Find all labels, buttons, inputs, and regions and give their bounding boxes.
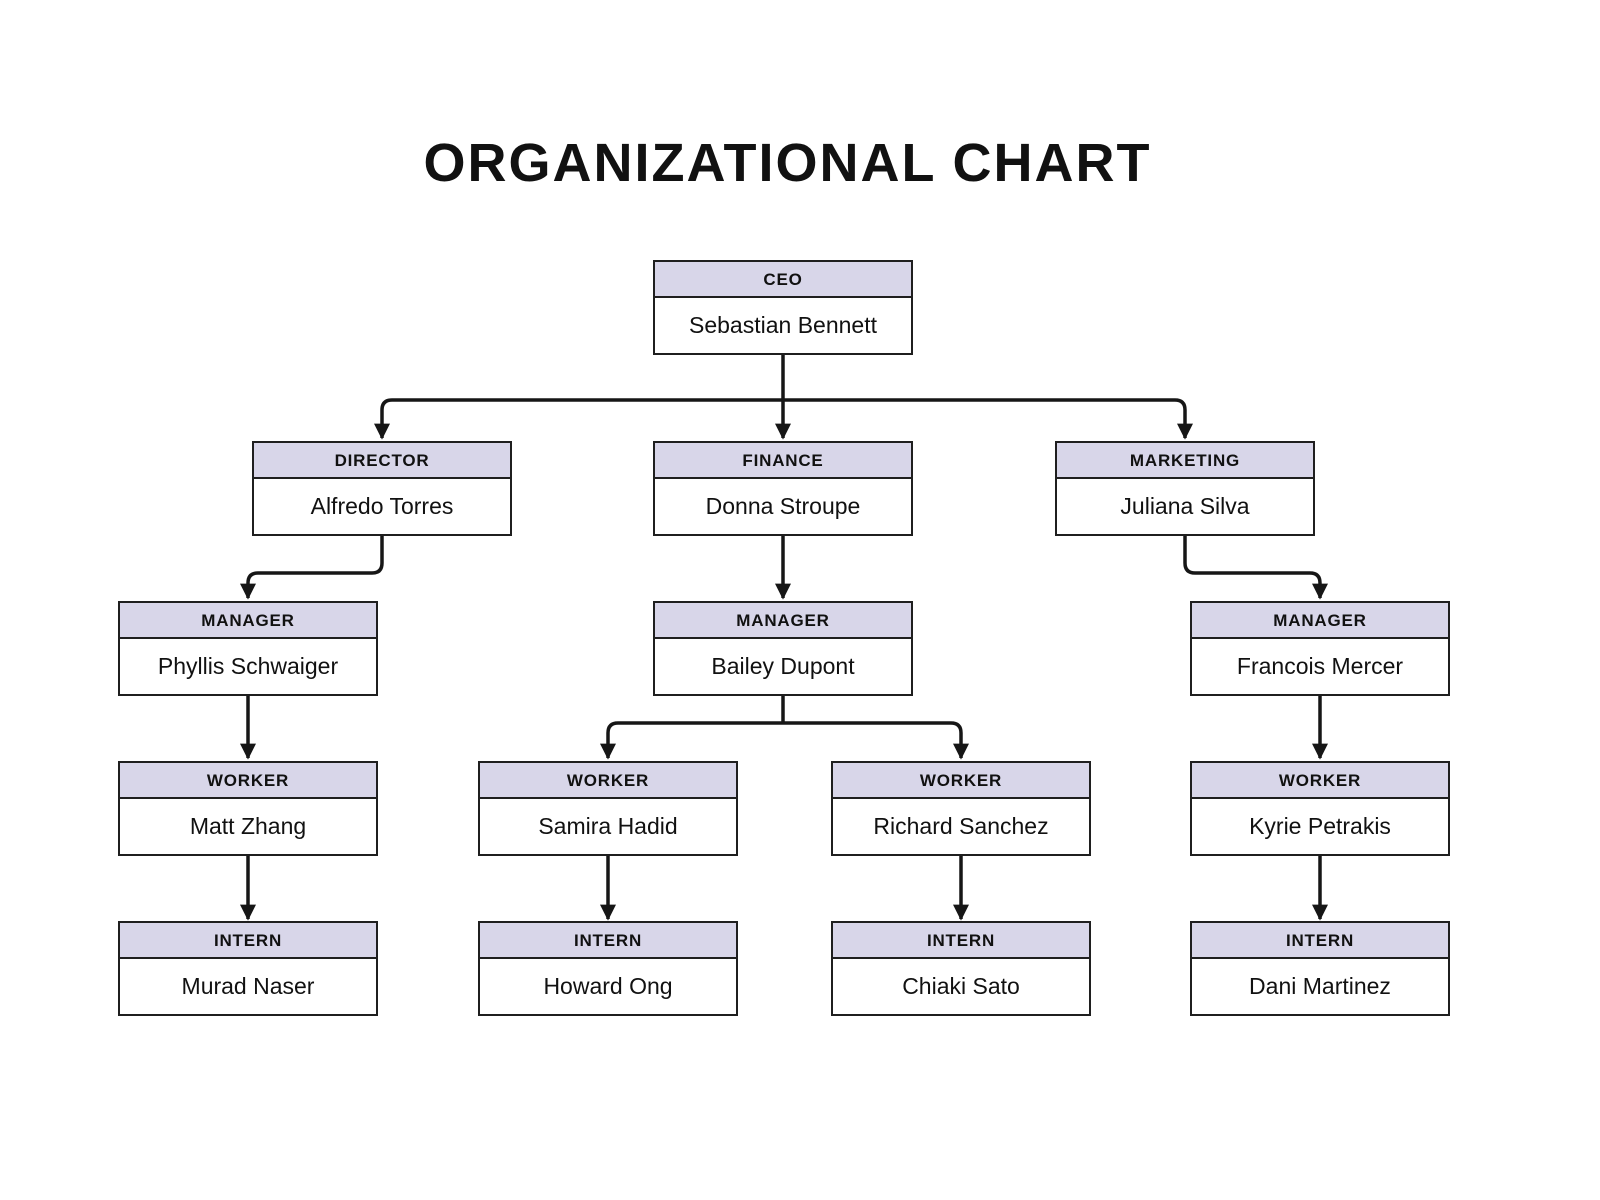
node-name: Matt Zhang bbox=[120, 799, 376, 854]
edge-ceo-marketing bbox=[782, 398, 1193, 440]
node-director: DIRECTOR Alfredo Torres bbox=[252, 441, 512, 536]
node-role: INTERN bbox=[120, 923, 376, 959]
edge-managerB-workerB1 bbox=[600, 721, 783, 760]
edge-ceo-director bbox=[374, 398, 784, 440]
node-role: CEO bbox=[655, 262, 911, 298]
edge-marketing-manager bbox=[1183, 536, 1328, 600]
node-name: Dani Martinez bbox=[1192, 959, 1448, 1014]
node-name: Juliana Silva bbox=[1057, 479, 1313, 534]
node-name: Sebastian Bennett bbox=[655, 298, 911, 353]
node-name: Kyrie Petrakis bbox=[1192, 799, 1448, 854]
node-name: Alfredo Torres bbox=[254, 479, 510, 534]
node-name: Murad Naser bbox=[120, 959, 376, 1014]
node-ceo: CEO Sebastian Bennett bbox=[653, 260, 913, 355]
node-intern-a: INTERN Murad Naser bbox=[118, 921, 378, 1016]
node-manager-a: MANAGER Phyllis Schwaiger bbox=[118, 601, 378, 696]
node-role: INTERN bbox=[480, 923, 736, 959]
node-role: WORKER bbox=[1192, 763, 1448, 799]
page-title: ORGANIZATIONAL CHART bbox=[423, 133, 1152, 193]
edge-director-manager bbox=[240, 536, 384, 600]
node-role: MANAGER bbox=[655, 603, 911, 639]
node-worker-b1: WORKER Samira Hadid bbox=[478, 761, 738, 856]
node-name: Bailey Dupont bbox=[655, 639, 911, 694]
node-intern-b2: INTERN Chiaki Sato bbox=[831, 921, 1091, 1016]
node-role: MANAGER bbox=[1192, 603, 1448, 639]
node-worker-a: WORKER Matt Zhang bbox=[118, 761, 378, 856]
node-manager-b: MANAGER Bailey Dupont bbox=[653, 601, 913, 696]
node-worker-b2: WORKER Richard Sanchez bbox=[831, 761, 1091, 856]
node-role: FINANCE bbox=[655, 443, 911, 479]
node-role: WORKER bbox=[833, 763, 1089, 799]
node-finance: FINANCE Donna Stroupe bbox=[653, 441, 913, 536]
node-name: Phyllis Schwaiger bbox=[120, 639, 376, 694]
node-role: DIRECTOR bbox=[254, 443, 510, 479]
node-name: Richard Sanchez bbox=[833, 799, 1089, 854]
node-intern-b1: INTERN Howard Ong bbox=[478, 921, 738, 1016]
edge-managerB-workerB2 bbox=[783, 721, 969, 760]
node-role: WORKER bbox=[120, 763, 376, 799]
node-role: MARKETING bbox=[1057, 443, 1313, 479]
node-name: Howard Ong bbox=[480, 959, 736, 1014]
node-name: Chiaki Sato bbox=[833, 959, 1089, 1014]
node-name: Donna Stroupe bbox=[655, 479, 911, 534]
node-worker-c: WORKER Kyrie Petrakis bbox=[1190, 761, 1450, 856]
node-role: INTERN bbox=[1192, 923, 1448, 959]
node-name: Francois Mercer bbox=[1192, 639, 1448, 694]
node-intern-c: INTERN Dani Martinez bbox=[1190, 921, 1450, 1016]
node-role: WORKER bbox=[480, 763, 736, 799]
node-name: Samira Hadid bbox=[480, 799, 736, 854]
node-manager-c: MANAGER Francois Mercer bbox=[1190, 601, 1450, 696]
node-role: MANAGER bbox=[120, 603, 376, 639]
node-marketing: MARKETING Juliana Silva bbox=[1055, 441, 1315, 536]
node-role: INTERN bbox=[833, 923, 1089, 959]
